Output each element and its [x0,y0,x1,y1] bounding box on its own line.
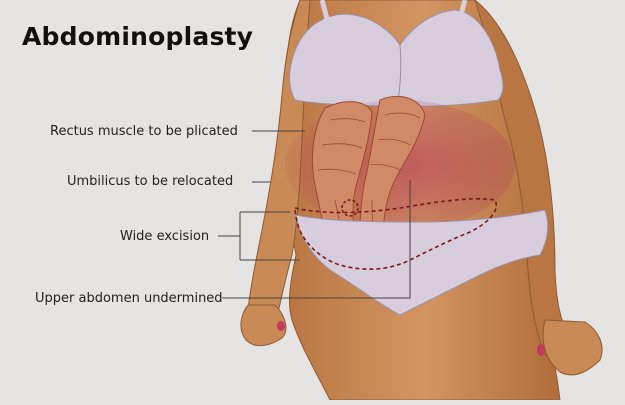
label-umbilicus: Umbilicus to be relocated [67,174,234,189]
bra-strap-right [455,0,468,26]
label-upper-abdomen: Upper abdomen undermined [35,291,223,306]
leader-lines [218,130,411,299]
leader-wide-excision [218,211,300,261]
left-hand [240,304,287,347]
wide-excision-outline [294,198,497,270]
leader-upper-abdomen [222,180,411,299]
right-fingernail [537,344,545,356]
left-fingernail [277,321,285,331]
label-rectus-muscle: Rectus muscle to be plicated [50,124,238,139]
bra [289,9,504,108]
underwear [295,209,549,316]
diagram-title: Abdominoplasty [22,22,254,51]
right-hand [542,319,603,376]
label-wide-excision: Wide excision [120,229,210,244]
umbilicus-marker [341,199,359,217]
bra-strap-left [319,0,333,31]
